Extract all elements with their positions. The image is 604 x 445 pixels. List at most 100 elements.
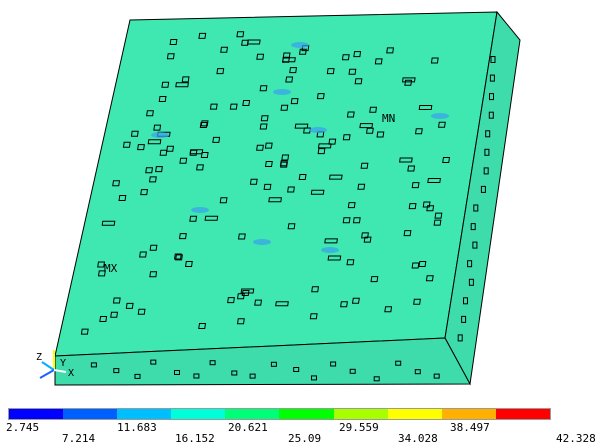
hole-marker xyxy=(488,111,494,119)
hole-marker xyxy=(290,98,299,105)
hole-marker xyxy=(256,53,265,60)
hole-marker xyxy=(282,56,290,63)
hole-marker xyxy=(110,311,119,318)
hole-marker xyxy=(181,76,190,83)
legend-color-swatch xyxy=(387,409,442,419)
low-stress-spot xyxy=(253,239,271,245)
hole-marker xyxy=(161,81,170,88)
hole-marker xyxy=(309,313,318,320)
hole-marker xyxy=(384,306,393,313)
hole-marker xyxy=(326,68,335,75)
hole-marker xyxy=(184,261,193,267)
hole-marker xyxy=(236,318,245,325)
legend-tick-label: 16.152 xyxy=(175,432,215,445)
axis-triad-icon: Z Y X xyxy=(36,350,74,379)
hole-marker xyxy=(298,48,307,55)
hole-marker xyxy=(324,238,338,244)
legend-color-swatch xyxy=(9,409,64,419)
legend-tick-label: 29.559 xyxy=(339,421,379,434)
hole-marker xyxy=(426,205,435,212)
hole-marker xyxy=(484,148,490,156)
hole-marker xyxy=(294,123,309,129)
hole-marker xyxy=(289,67,298,74)
hole-marker xyxy=(227,297,235,304)
hole-marker xyxy=(246,39,261,45)
model-viewport[interactable]: MX MN Z Y X xyxy=(0,0,604,396)
legend-color-swatch xyxy=(171,409,226,419)
hole-marker xyxy=(112,297,121,304)
hole-marker xyxy=(242,100,251,106)
hole-marker xyxy=(418,261,427,267)
hole-marker xyxy=(457,334,463,342)
hole-marker xyxy=(327,255,342,261)
hole-marker xyxy=(259,123,268,130)
hole-marker xyxy=(293,367,300,372)
hole-marker xyxy=(237,233,246,240)
legend-colorbar xyxy=(8,408,551,420)
hole-marker xyxy=(342,134,351,141)
hole-marker xyxy=(80,328,89,335)
hole-marker xyxy=(130,130,139,137)
hole-marker xyxy=(281,154,290,161)
hole-marker xyxy=(437,121,446,128)
hole-marker xyxy=(231,370,238,376)
hole-marker xyxy=(434,212,443,219)
legend-tick-label: 34.028 xyxy=(398,432,438,445)
hole-marker xyxy=(341,54,350,61)
hole-marker xyxy=(404,79,413,86)
hole-marker xyxy=(256,144,264,151)
hole-marker xyxy=(173,253,182,260)
hole-marker xyxy=(97,261,106,268)
hole-marker xyxy=(369,106,378,113)
hole-marker xyxy=(311,286,320,293)
hole-marker xyxy=(370,276,379,283)
hole-marker xyxy=(153,124,162,131)
low-stress-spot xyxy=(291,42,309,48)
legend-tick-label: 7.214 xyxy=(62,432,96,445)
legend-color-swatch xyxy=(279,409,334,419)
hole-marker xyxy=(175,82,189,88)
hole-marker xyxy=(145,167,154,174)
hole-marker xyxy=(359,123,374,129)
hole-marker xyxy=(113,368,120,374)
hole-marker xyxy=(287,223,296,230)
hole-marker xyxy=(282,52,291,59)
hole-marker xyxy=(216,68,225,75)
hole-marker xyxy=(422,201,431,208)
hole-marker xyxy=(179,157,188,164)
low-stress-spot xyxy=(191,207,209,213)
hole-marker xyxy=(280,161,288,168)
legend-color-swatch xyxy=(441,409,496,419)
hole-marker xyxy=(212,136,221,143)
hole-marker xyxy=(340,301,348,308)
hole-marker xyxy=(467,260,473,268)
hole-marker xyxy=(346,111,355,118)
hole-marker xyxy=(219,197,228,204)
triad-x-label: X xyxy=(68,368,74,379)
hole-marker xyxy=(158,96,167,102)
hole-marker xyxy=(198,323,207,329)
hole-marker xyxy=(360,162,369,169)
hole-marker xyxy=(357,183,366,190)
hole-marker xyxy=(418,105,433,110)
hole-marker xyxy=(166,53,175,60)
hole-marker xyxy=(317,143,332,149)
hole-marker xyxy=(442,157,451,163)
max-label: MX xyxy=(104,262,118,275)
legend-tick-label: 2.745 xyxy=(6,421,40,434)
hole-marker xyxy=(200,152,209,158)
hole-marker xyxy=(139,251,147,258)
hole-marker xyxy=(346,259,355,266)
hole-marker xyxy=(249,373,256,379)
hole-marker xyxy=(489,93,494,101)
min-label: MN xyxy=(382,112,395,125)
hole-marker xyxy=(137,144,145,151)
hole-marker xyxy=(287,186,295,193)
hole-marker xyxy=(328,174,343,180)
hole-marker xyxy=(347,202,356,209)
hole-marker xyxy=(260,115,269,122)
hole-marker xyxy=(351,297,360,304)
hole-marker xyxy=(149,244,158,251)
hole-marker xyxy=(150,359,157,365)
hole-marker xyxy=(134,373,141,379)
